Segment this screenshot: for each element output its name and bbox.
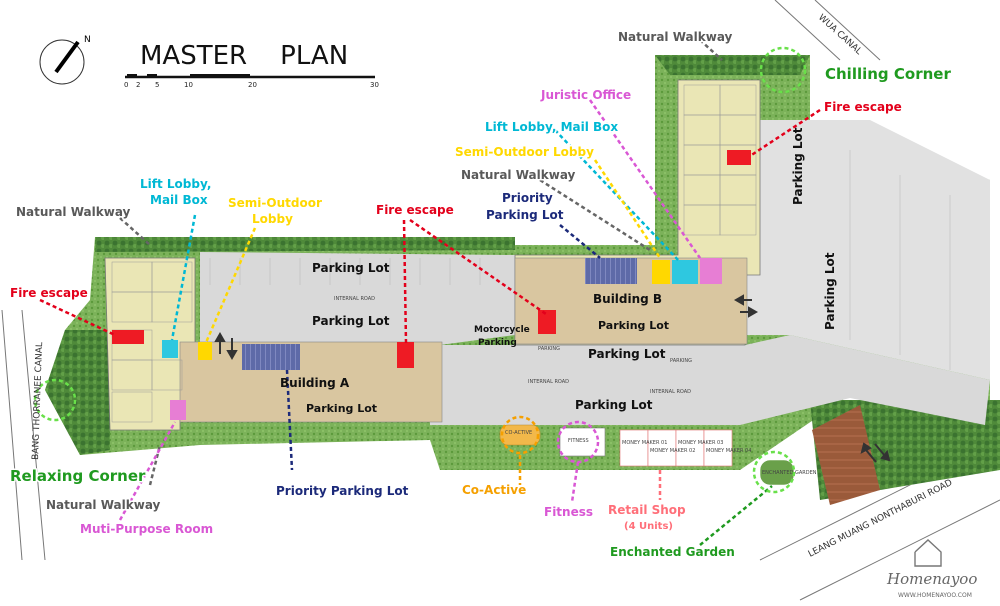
priority-parking-label: Parking Lot (486, 208, 564, 222)
scale-tick: 30 (370, 81, 379, 89)
homenayoo-watermark: Homenayoo WWW.HOMENAYOO.COM (886, 539, 977, 599)
traffic-arrows (214, 294, 891, 463)
house-icon (914, 539, 942, 567)
semi-outdoor-lobby-label: Semi-Outdoor (228, 196, 322, 210)
annotation-labels: Natural Walkway Chilling Corner Juristic… (9, 29, 953, 561)
compass-needle (54, 40, 80, 74)
parking-text: PARKING (538, 346, 560, 352)
callout-circles (33, 46, 807, 494)
brand-url: WWW.HOMENAYOO.COM (898, 592, 972, 599)
bang-canal-label: BANG THORRANEE CANAL (31, 342, 45, 460)
money-maker-3-text: MONEY MAKER 03 (678, 440, 723, 446)
parking-lot-label: Parking Lot (598, 319, 669, 332)
internal-road-text: INTERNAL ROAD (650, 389, 691, 395)
priority-parking-label: Priority Parking Lot (276, 484, 409, 498)
parking-text: PARKING (670, 358, 692, 364)
motorcycle-label: Motorcycle (474, 325, 530, 335)
lift-lobby-label: Lift Lobby, Mail Box (485, 120, 618, 134)
retail-shop-label: Retail Shop (608, 503, 686, 517)
semi-outdoor-lobby-label: Lobby (252, 212, 293, 226)
parking-labels: Parking Lot Parking Lot Parking Lot Park… (280, 127, 837, 415)
scale-bar (127, 74, 250, 78)
enchanted-garden-label: Enchanted Garden (610, 545, 735, 559)
fire-escape-label: Fire escape (376, 203, 454, 217)
semi-outdoor-lobby-label: Semi-Outdoor Lobby (455, 145, 594, 159)
natural-walkway-label: Natural Walkway (46, 498, 161, 512)
fitness-plan-text: FITNESS (568, 438, 589, 444)
parking-lot-label: Parking Lot (312, 261, 390, 275)
page-title: MASTER PLAN (140, 41, 348, 71)
chilling-corner-label: Chilling Corner (825, 65, 951, 83)
parking-lot-label: Parking Lot (588, 347, 666, 361)
title-block: N MASTER PLAN 0 2 5 10 20 30 (39, 35, 379, 89)
motorcycle-label: Parking (478, 338, 517, 348)
priority-parking-label: Priority (502, 191, 553, 205)
natural-walkway-label: Natural Walkway (461, 168, 576, 182)
scale-tick: 5 (155, 81, 159, 89)
co-active-label: Co-Active (462, 483, 526, 497)
retail-shop-units-label: (4 Units) (624, 521, 673, 532)
scale-tick: 10 (184, 81, 193, 89)
money-maker-4-text: MONEY MAKER 04 (706, 448, 751, 454)
co-active-plan-text: CO-ACTIVE (505, 430, 532, 436)
building-b (514, 79, 761, 346)
juristic-office-label: Juristic Office (540, 88, 631, 102)
lift-lobby-label: Lift Lobby, (140, 177, 211, 191)
natural-walkway-label: Natural Walkway (16, 205, 131, 219)
paved-areas (200, 120, 990, 425)
money-maker-1-text: MONEY MAKER 01 (622, 440, 667, 446)
scale-tick: 2 (136, 81, 140, 89)
parking-lot-label: Parking Lot (312, 314, 390, 328)
building-a-label: Building A (280, 376, 350, 390)
plan-micro-text: INTERNAL ROAD INTERNAL ROAD INTERNAL ROA… (334, 296, 817, 476)
parking-lot-label: Parking Lot (823, 252, 837, 330)
building-a (104, 257, 443, 431)
fire-escape-label: Fire escape (10, 286, 88, 300)
relaxing-corner-label: Relaxing Corner (10, 467, 146, 485)
lift-lobby-label: Mail Box (150, 193, 208, 207)
parking-lot-label: Parking Lot (791, 127, 805, 205)
parking-lot-label: Parking Lot (306, 402, 377, 415)
fire-escape-label: Fire escape (824, 100, 902, 114)
natural-walkway-label: Natural Walkway (618, 30, 733, 44)
scale-tick: 20 (248, 81, 257, 89)
scale-tick: 0 (124, 81, 128, 89)
compass-letter: N (84, 35, 91, 45)
callout-lines (39, 39, 821, 546)
fitness-label: Fitness (544, 505, 593, 519)
building-b-label: Building B (593, 292, 662, 306)
money-maker-2-text: MONEY MAKER 02 (650, 448, 695, 454)
amenities-strip (499, 424, 795, 486)
internal-road-text: INTERNAL ROAD (528, 379, 569, 385)
wua-canal-label: WUA CANAL (816, 13, 863, 57)
parking-lot-label: Parking Lot (575, 398, 653, 412)
internal-road-text: INTERNAL ROAD (334, 296, 375, 302)
multi-purpose-label: Muti-Purpose Room (80, 522, 213, 536)
garden-plan-text: ENCHANTED GARDEN (762, 470, 817, 476)
brand-name: Homenayoo (886, 570, 977, 588)
